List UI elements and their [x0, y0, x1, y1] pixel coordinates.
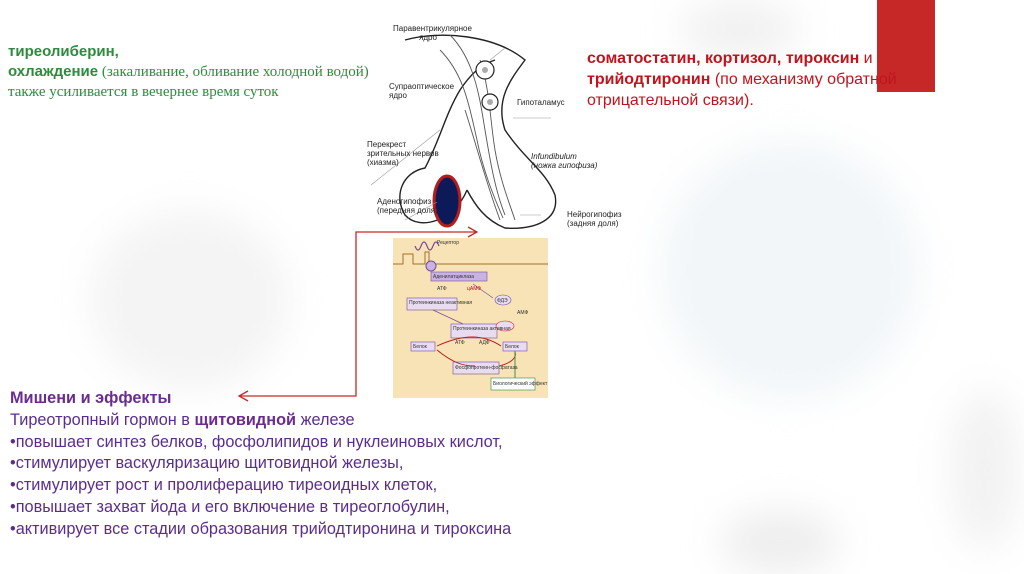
cell-drawing	[393, 241, 548, 391]
targets-effects-block: Мишени и эффекты Тиреотропный гормон в щ…	[10, 388, 511, 541]
label-chiasm-a: Перекрест	[367, 140, 407, 149]
background-blob	[660, 140, 920, 400]
label-infundibulum-a: Infundibulum	[531, 152, 577, 161]
background-blob	[720, 510, 840, 574]
red-accent-bar	[877, 0, 935, 92]
feedback-note: (по механизму обратной отрицательной свя…	[587, 71, 897, 109]
effect-bullet: •повышает синтез белков, фосфолипидов и …	[10, 432, 503, 451]
cooling-detail: (закаливание, обливание холодной водой)	[98, 64, 369, 80]
cell-label-receptor: Рецептор	[437, 240, 459, 246]
cell-label-adp: АДФ	[479, 340, 490, 346]
cell-label-protein-2: Белок	[505, 344, 519, 350]
label-adeno-a: Аденогипофиз	[377, 197, 432, 206]
targets-heading: Мишени и эффекты	[10, 389, 172, 407]
cell-label-effect: Биологический эффект	[493, 381, 548, 387]
label-paraventricular-b: ядро	[419, 33, 437, 42]
cell-label-phosphatase: Фосфопротеин-фосфатаза	[455, 365, 518, 371]
label-chiasm-c: (хиазма)	[367, 158, 399, 167]
period: .	[749, 92, 754, 109]
label-neuro-a: Нейрогипофиз	[567, 210, 622, 219]
cell-label-pk-active: Протеинкиназа активная	[453, 326, 511, 332]
cell-label-atp-2: АТФ	[455, 340, 465, 346]
inhibitors-text: соматостатин, кортизол, тироксин и трийо…	[587, 48, 1007, 111]
intro-thyroid: щитовидной	[194, 410, 297, 429]
cell-label-pk-inactive: Протеинкиназа неактивная	[409, 300, 473, 306]
evening-note: также усиливается в вечернее время суток	[8, 84, 279, 100]
label-neuro-b: (задняя доля)	[567, 219, 619, 228]
inhibitors-bold: соматостатин, кортизол, тироксин	[587, 50, 860, 67]
label-supraoptic-a: Супраоптическое	[389, 82, 455, 91]
background-blob	[680, 0, 800, 60]
cell-label-camp: цАМФ	[467, 286, 482, 292]
label-infundibulum: Infundibulum(ножка гипофиза)	[531, 152, 597, 170]
label-infundibulum-b: (ножка гипофиза)	[531, 161, 598, 170]
cell-label-amp: АМФ	[517, 310, 529, 316]
trh-label: тиреолиберин,	[8, 43, 119, 60]
label-paraventricular-a: Паравентрикулярное	[393, 24, 472, 33]
t3-label: трийодтиронин	[587, 71, 711, 88]
pituitary-drawing	[370, 34, 557, 229]
camp-signalling-scheme: Рецептор Аденилатциклаза АТФ цАМФ ФДЭ АМ…	[393, 238, 548, 398]
label-adenohypophysis: Аденогипофиз(передняя доля)	[377, 197, 438, 215]
targets-intro: Тиреотропный гормон в щитовидной железе	[10, 410, 511, 432]
label-hypothalamus: Гипоталамус	[517, 98, 565, 107]
conjunction: и	[859, 50, 873, 67]
label-supraoptic-b: ядро	[389, 91, 407, 100]
intro-post: железе	[296, 410, 355, 429]
cell-label-atp: АТФ	[437, 286, 447, 292]
label-chiasm-b: зрительных нервов	[367, 149, 439, 158]
cell-label-fde: ФДЭ	[497, 298, 508, 304]
effect-bullet: •повышает захват йода и его включение в …	[10, 497, 450, 516]
label-adeno-b: (передняя доля)	[377, 206, 438, 215]
cell-label-adenylate: Аденилатциклаза	[433, 274, 475, 280]
adenohypophysis-highlight	[432, 174, 462, 228]
background-blob	[950, 390, 1020, 550]
background-blob	[90, 210, 290, 390]
stimulators-text: тиреолиберин, охлаждение (закаливание, о…	[8, 42, 369, 102]
cell-label-protein-1: Белок	[413, 344, 427, 350]
effect-bullet: •стимулирует васкуляризацию щитовидной ж…	[10, 454, 404, 473]
effect-bullet: •стимулирует рост и пролиферацию тиреоид…	[10, 476, 438, 495]
effect-bullet: •активирует все стадии образования трийо…	[10, 519, 512, 538]
intro-pre: Тиреотропный гормон в	[10, 410, 195, 429]
cooling-label: охлаждение	[8, 63, 99, 80]
label-neurohypophysis: Нейрогипофиз(задняя доля)	[567, 210, 621, 228]
